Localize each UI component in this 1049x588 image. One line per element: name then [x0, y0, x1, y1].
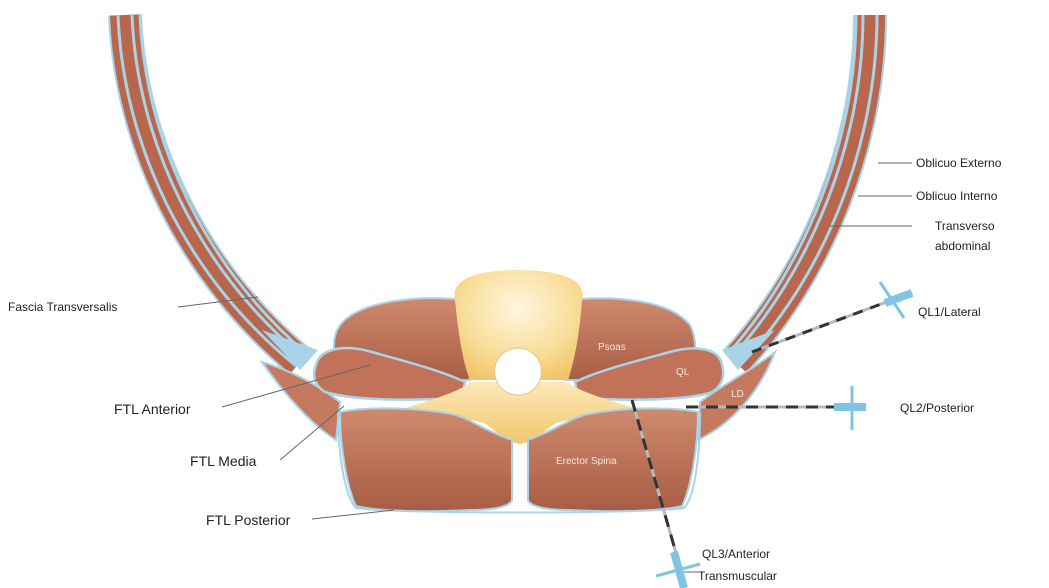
- label-oblicuo-interno: Oblicuo Interno: [916, 189, 998, 203]
- label-ql3-line1: QL3/Anterior: [702, 547, 770, 561]
- right-abdominal-wall: [722, 15, 877, 370]
- label-ld: LD: [731, 389, 744, 400]
- label-ql2: QL2/Posterior: [900, 401, 974, 415]
- label-ftl-anterior: FTL Anterior: [114, 401, 191, 417]
- label-oblicuo-externo: Oblicuo Externo: [916, 156, 1002, 170]
- label-abdominal: abdominal: [935, 239, 990, 253]
- label-ql1: QL1/Lateral: [918, 305, 981, 319]
- label-ql: QL: [676, 367, 690, 378]
- label-ftl-posterior: FTL Posterior: [206, 512, 291, 528]
- label-ftl-media: FTL Media: [190, 453, 257, 469]
- label-transverso: Transverso: [935, 219, 995, 233]
- label-psoas: Psoas: [598, 342, 626, 353]
- leader-ftl-posterior: [312, 510, 394, 519]
- label-ql3-line2: Transmuscular: [698, 569, 777, 583]
- left-abdominal-wall: [118, 15, 318, 370]
- label-fascia-transversalis: Fascia Transversalis: [8, 300, 117, 314]
- label-erector-spina: Erector Spina: [556, 456, 617, 467]
